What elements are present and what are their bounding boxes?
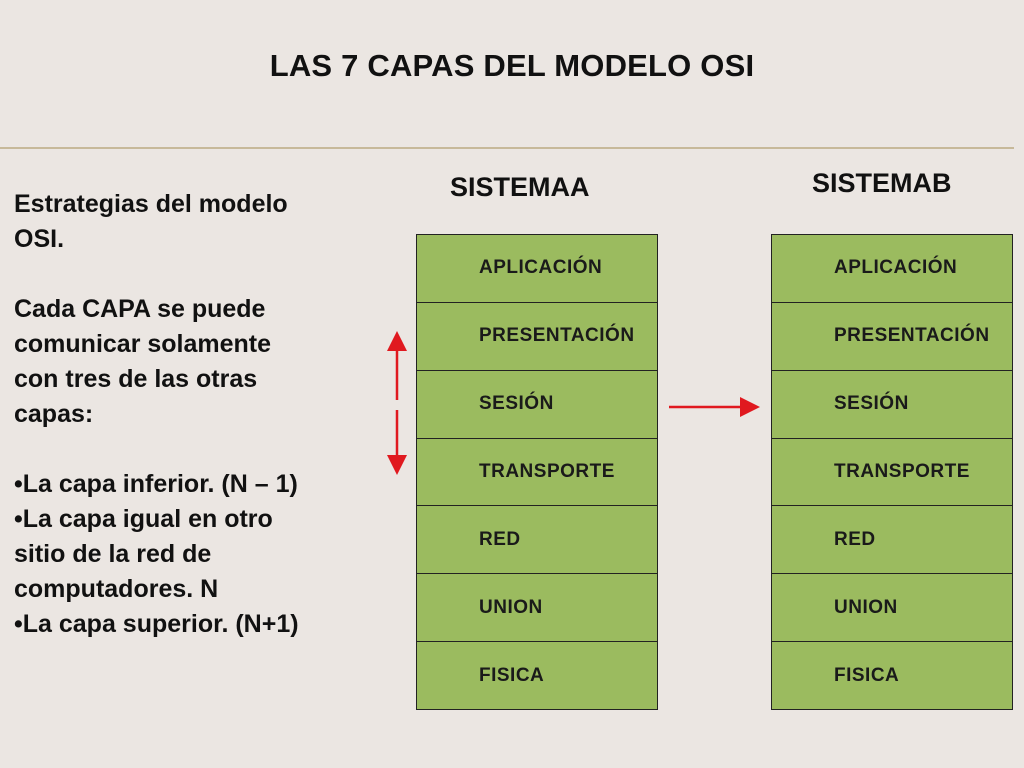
layer-transporte: TRANSPORTE [772, 438, 1012, 507]
system-b-layer-stack: APLICACIÓN PRESENTACIÓN SESIÓN TRANSPORT… [771, 234, 1013, 710]
left-text-panel: Estrategias del modelo OSI. Cada CAPA se… [14, 187, 394, 642]
bullet-line: sitio de la red de [14, 540, 212, 568]
layer-union: UNION [772, 574, 1012, 643]
layer-red: RED [772, 506, 1012, 575]
layer-union: UNION [417, 574, 657, 643]
slide-title: LAS 7 CAPAS DEL MODELO OSI [269, 48, 755, 83]
layer-presentacion: PRESENTACIÓN [417, 302, 657, 371]
layer-transporte: TRANSPORTE [417, 438, 657, 507]
layer-aplicacion: APLICACIÓN [772, 235, 1012, 303]
heading-line: OSI. [14, 225, 65, 253]
layer-aplicacion: APLICACIÓN [417, 235, 657, 303]
layer-sesion: SESIÓN [772, 370, 1012, 439]
layer-fisica: FISICA [417, 642, 657, 710]
system-a-title: SISTEMAA [450, 172, 590, 202]
layer-presentacion: PRESENTACIÓN [772, 302, 1012, 371]
intro-line: con tres de las otras [14, 365, 258, 393]
layer-fisica: FISICA [772, 642, 1012, 710]
bullet-line: •La capa igual en otro [14, 505, 273, 533]
system-a-layer-stack: APLICACIÓN PRESENTACIÓN SESIÓN TRANSPORT… [416, 234, 658, 710]
bullet-line: •La capa inferior. (N – 1) [14, 470, 298, 498]
system-b-title: SISTEMAB [812, 168, 952, 198]
bullet-line: •La capa superior. (N+1) [14, 610, 299, 638]
heading-line: Estrategias del modelo [14, 190, 288, 218]
layer-red: RED [417, 506, 657, 575]
intro-line: comunicar solamente [14, 330, 272, 358]
intro-line: capas: [14, 400, 94, 428]
layer-sesion: SESIÓN [417, 370, 657, 439]
intro-line: Cada CAPA se puede [14, 295, 266, 323]
title-divider [0, 147, 1014, 149]
bullet-line: computadores. N [14, 575, 219, 603]
